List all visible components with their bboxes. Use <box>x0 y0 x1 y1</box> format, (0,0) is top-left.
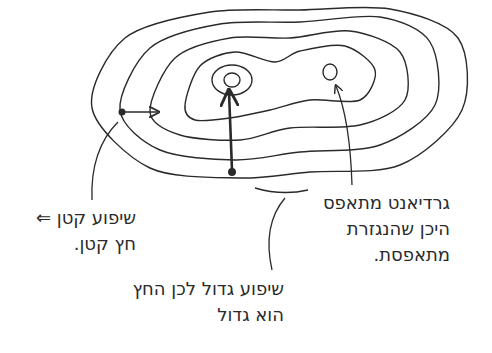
contour-line <box>92 7 468 178</box>
leader-line <box>92 122 118 200</box>
contour-fragment <box>255 188 308 193</box>
gradient-arrow <box>229 92 232 170</box>
leader-line <box>269 198 285 270</box>
annotation-note: גרדיאנט מתאפס היכן שהנגזרת מתאפסת. <box>318 190 450 268</box>
annotation-note: שיפוע גדול לכן החץ הוא גדול <box>132 276 284 328</box>
peak-contour <box>212 65 252 95</box>
leader-line <box>336 86 352 185</box>
peak-contour <box>323 64 337 80</box>
contour-line <box>185 45 375 121</box>
contour-line <box>150 31 408 141</box>
gradient-arrow <box>124 111 158 113</box>
peak-contour <box>224 73 240 87</box>
contour-line <box>120 16 439 160</box>
annotation-note: שיפוע קטן ⇐ חץ קטן. <box>18 205 136 257</box>
